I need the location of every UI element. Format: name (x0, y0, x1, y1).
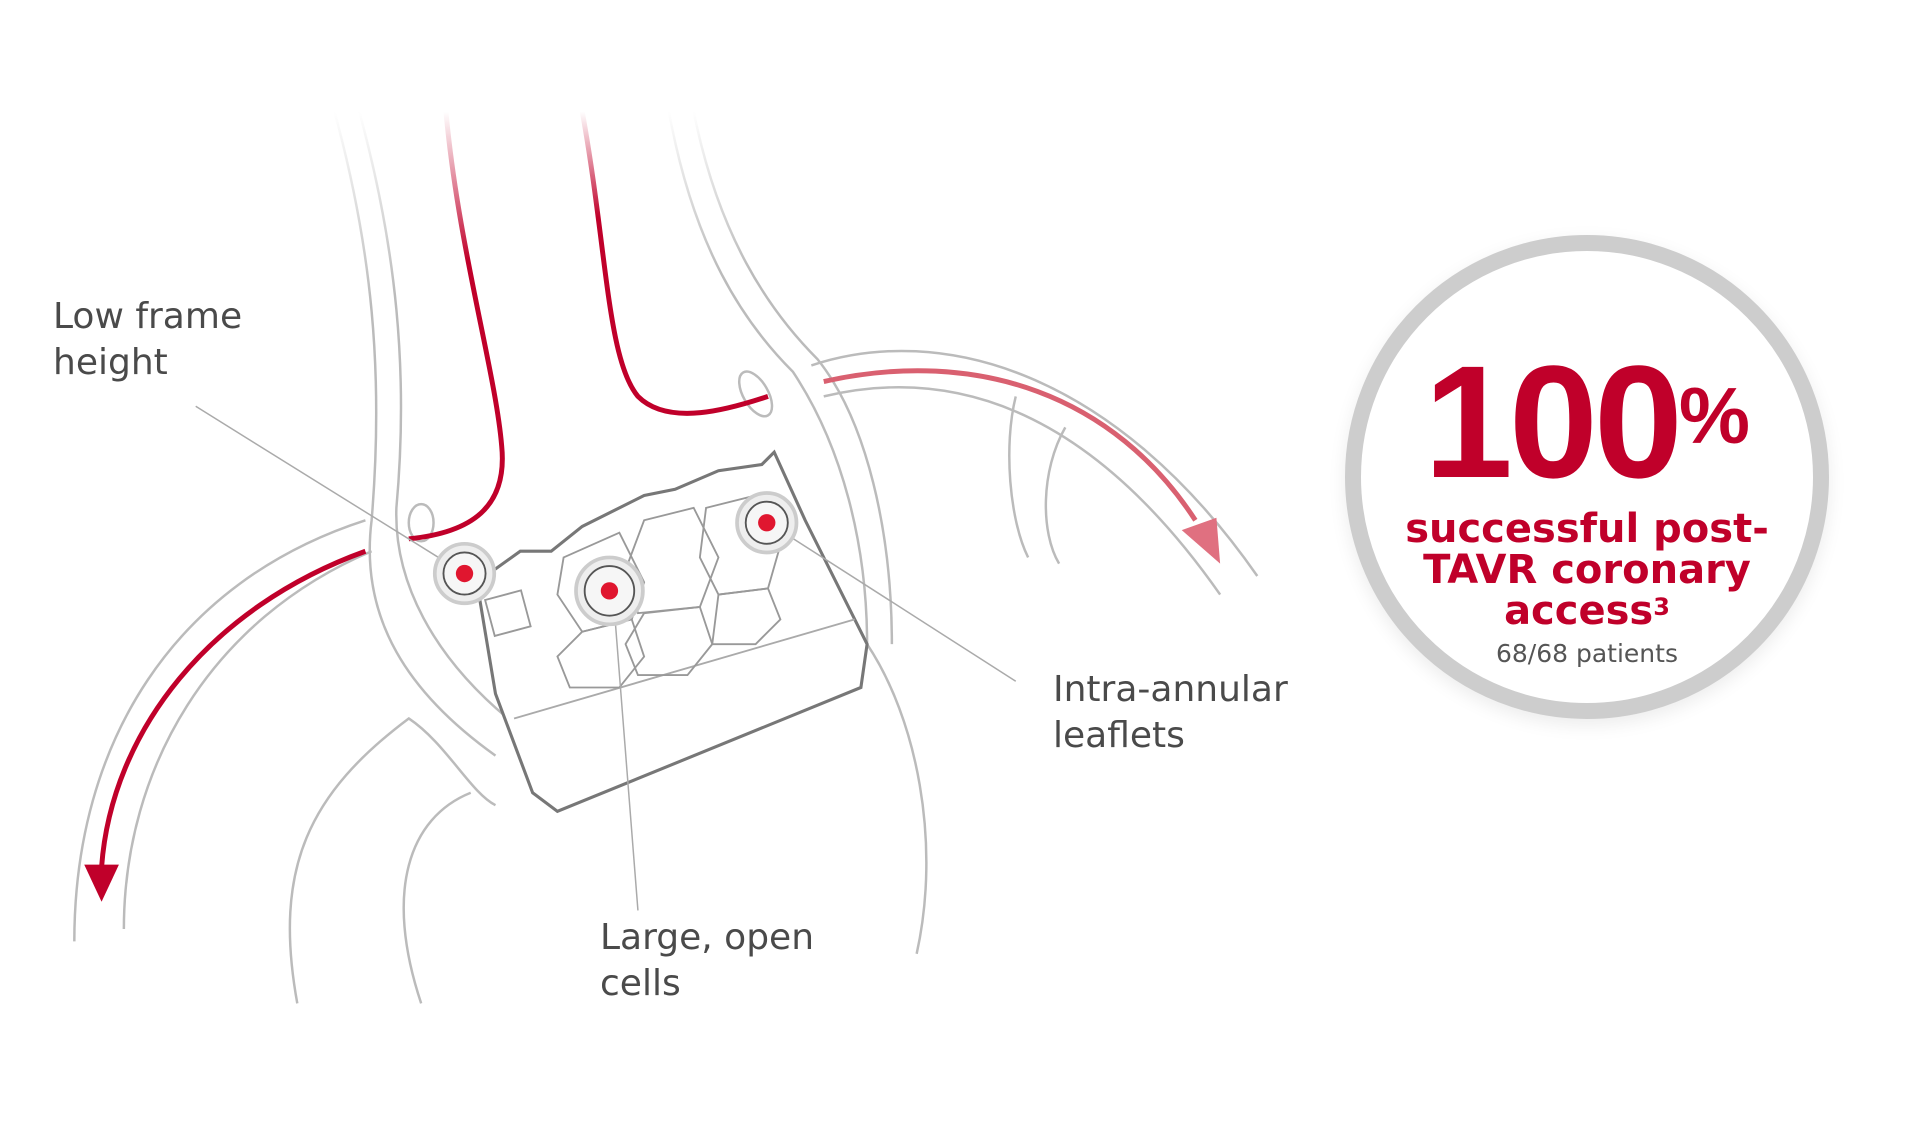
label-line: cells (600, 963, 681, 1004)
label-line: Low frame (53, 296, 243, 337)
label-intra-annular-leaflets: Intra-annular leaflets (1053, 667, 1288, 759)
footnote-ref: 3 (1653, 593, 1670, 621)
arrow-head-right (1181, 517, 1221, 564)
label-line: height (53, 342, 168, 383)
label-line: Intra-annular (1053, 669, 1288, 710)
arrow-head-left (84, 864, 119, 902)
stat-description: successful post- TAVR coronary access3 (1361, 509, 1813, 632)
marker-low-frame (432, 541, 497, 606)
label-large-open-cells: Large, open cells (600, 915, 814, 1007)
stat-description-line: access (1504, 588, 1654, 634)
marker-large-cells (574, 555, 645, 627)
stat-unit: % (1678, 371, 1751, 460)
aorta-outline (333, 111, 894, 757)
valve-frame (475, 449, 869, 814)
stat-circle: 100% successful post- TAVR coronary acce… (1345, 235, 1829, 719)
stat-description-line: successful post- (1405, 506, 1769, 552)
vessel-outline (73, 349, 1259, 1004)
stat-detail: 68/68 patients (1496, 639, 1678, 668)
label-line: leaflets (1053, 715, 1185, 756)
leader-lines (195, 405, 1017, 911)
callout-markers (432, 491, 799, 627)
blood-flow-arrows (99, 111, 1198, 868)
marker-intra-annular (735, 491, 799, 555)
label-low-frame-height: Low frame height (53, 294, 242, 386)
stat-number: 100 (1423, 332, 1683, 511)
stat-description-line: TAVR coronary (1423, 547, 1751, 593)
label-line: Large, open (600, 917, 815, 958)
stat-value: 100% (1361, 342, 1813, 502)
